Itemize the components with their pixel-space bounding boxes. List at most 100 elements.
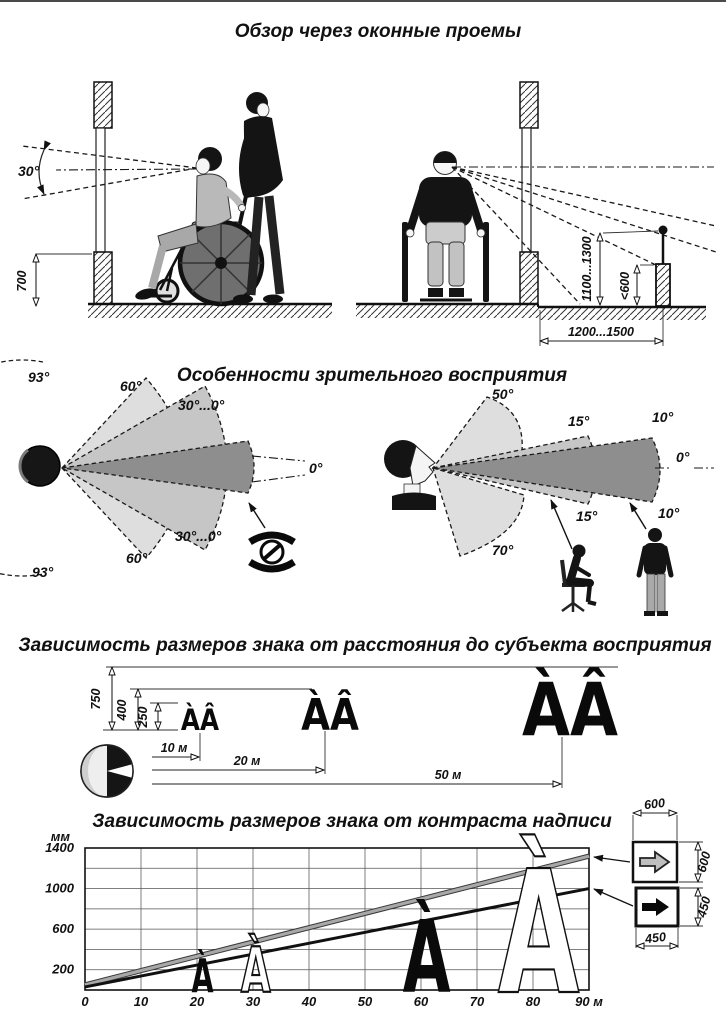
sign-sample-high-contrast xyxy=(634,886,680,928)
dim-distance-range: 1200...1500 xyxy=(540,308,663,346)
attendant-face xyxy=(256,102,270,118)
dim-sign-top-width: 600 xyxy=(633,796,677,840)
window-wall-right xyxy=(356,81,706,320)
wheel-left xyxy=(402,222,408,302)
y-axis-unit: мм xyxy=(51,829,71,844)
sign-letters-large: ÀÂ xyxy=(522,667,619,752)
pointer-arrow xyxy=(248,502,266,529)
view-angle-label: 30° xyxy=(18,163,40,179)
angle-15-top: 15° xyxy=(568,413,590,429)
wheel-right xyxy=(483,222,489,302)
eye-height-range-label: 1100...1300 xyxy=(580,236,594,301)
angle-60-bottom: 60° xyxy=(126,550,148,566)
x-tick-40: 40 xyxy=(301,994,317,1009)
x-tick-20: 20 xyxy=(189,994,205,1009)
x-tick-50: 50 xyxy=(358,994,373,1009)
sight-lines-right xyxy=(451,166,717,305)
angle-10-top: 10° xyxy=(652,409,674,425)
observer-eye-icon xyxy=(80,744,134,798)
distance-10m-label: 10 м xyxy=(161,741,188,755)
pointer-arrow-seated xyxy=(550,499,573,550)
torso xyxy=(419,177,472,227)
distance-20m: 20 м xyxy=(152,731,326,774)
leader-arrow-dark-sign xyxy=(593,888,634,907)
distance-20m-label: 20 м xyxy=(233,754,261,768)
sign-letters-small: ÀÂ xyxy=(181,703,219,737)
chart-letter-2: À xyxy=(403,898,451,1016)
sign-bottom-width-label: 450 xyxy=(643,930,666,947)
chart-letter-1: À xyxy=(241,934,271,1007)
series-line-0 xyxy=(84,854,590,987)
chart-letter-3: À xyxy=(498,835,580,1033)
seated-woman-torso xyxy=(195,173,232,228)
section2-visual-perception: Особенности зрительного восприятия 93° 6… xyxy=(0,359,714,616)
dim-250-label: 250 xyxy=(136,707,150,729)
section1-title: Обзор через оконные проемы xyxy=(235,21,522,42)
dim-400: 400 xyxy=(115,689,138,730)
angle-0-axis-right: 0° xyxy=(676,449,690,465)
dim-750-label: 750 xyxy=(89,689,103,710)
angle-60-top: 60° xyxy=(120,378,142,394)
sign-letters-medium: ÀÂ xyxy=(301,689,359,741)
x-tick-90: 90 м xyxy=(575,994,603,1009)
distance-50m: 50 м xyxy=(152,737,563,788)
angle-50: 50° xyxy=(492,386,514,402)
seated-person xyxy=(560,544,597,613)
x-tick-30: 30 xyxy=(246,994,261,1009)
light-arrow-icon xyxy=(639,850,671,874)
ground-hatch-inside xyxy=(356,305,538,318)
y-tick-200: 200 xyxy=(51,962,74,977)
head-profile xyxy=(384,440,436,510)
shoe xyxy=(135,288,157,300)
angle-30-bottom: 30°...0° xyxy=(175,528,222,544)
section3-sign-size-vs-distance: Зависимость размеров знака от расстояния… xyxy=(18,635,712,798)
y-tick-1400: 1400 xyxy=(45,840,75,855)
object-height-label: <600 xyxy=(618,272,632,300)
wheelchair-user-with-attendant xyxy=(135,92,285,307)
dim-sill-height: 700 xyxy=(15,254,92,306)
vision-cones-right: 50° 15° 10° 0° 15° 10° 70° xyxy=(384,386,714,616)
pointer-arrow-standing xyxy=(629,502,647,530)
sign-top-height-label: 600 xyxy=(695,850,714,874)
eye-icon xyxy=(248,531,296,573)
cone-central xyxy=(61,440,255,494)
x-tick-10: 10 xyxy=(134,994,149,1009)
angle-15-bottom: 15° xyxy=(576,508,598,524)
dim-sign-bottom-width: 450 xyxy=(636,928,678,948)
dim-750: 750 xyxy=(89,667,112,730)
dim-sign-top-height: 600 xyxy=(679,842,714,882)
chart-frame xyxy=(84,847,590,991)
sign-top-width-label: 600 xyxy=(643,796,665,812)
section2-title: Особенности зрительного восприятия xyxy=(177,365,567,386)
leader-arrow-light-sign xyxy=(593,854,631,863)
ground-hatch-left xyxy=(88,305,332,318)
distance-50m-label: 50 м xyxy=(435,768,462,782)
x-tick-60: 60 xyxy=(414,994,429,1009)
section4-contrast-chart: Зависимость размеров знака от контраста … xyxy=(45,796,714,1034)
woman-face xyxy=(195,157,211,175)
angle-93-top: 93° xyxy=(28,369,50,385)
standing-person xyxy=(636,528,674,616)
sill-height-label: 700 xyxy=(15,271,29,292)
section3-title: Зависимость размеров знака от расстояния… xyxy=(18,635,711,656)
sign-bottom-height-label: 450 xyxy=(694,895,713,920)
angle-30-top: 30°...0° xyxy=(178,397,225,413)
dim-400-label: 400 xyxy=(115,700,129,722)
series-line-1 xyxy=(84,887,590,989)
distance-10m: 10 м xyxy=(152,733,201,761)
dim-eye-height-range: 1100...1300 xyxy=(580,230,659,305)
ground-hatch-outside xyxy=(538,308,706,320)
distance-range-label: 1200...1500 xyxy=(568,325,634,339)
sign-sample-low-contrast xyxy=(631,840,679,884)
chart-letter-0: À xyxy=(192,948,214,1004)
x-tick-0: 0 xyxy=(81,994,89,1009)
angle-0-axis-left: 0° xyxy=(309,460,323,476)
x-tick-80: 80 xyxy=(526,994,541,1009)
hair xyxy=(433,151,457,163)
angle-10-bottom: 10° xyxy=(658,505,680,521)
signal-post xyxy=(655,225,671,307)
cone-10 xyxy=(432,437,661,503)
dark-arrow-icon xyxy=(642,898,669,916)
